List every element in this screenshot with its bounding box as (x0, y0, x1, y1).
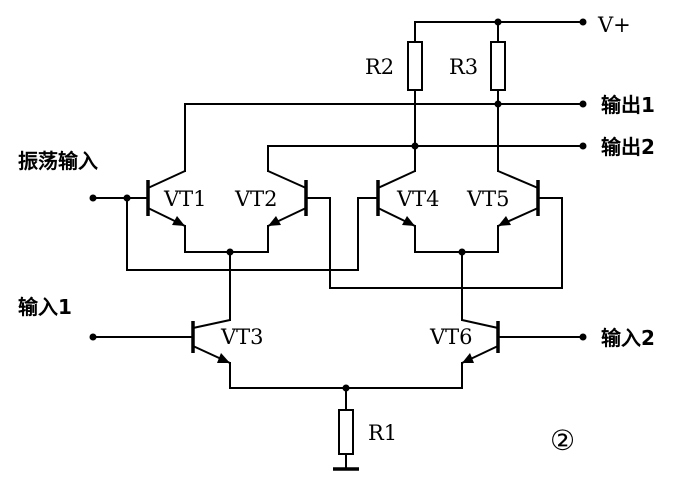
vt2-label: VT2 (234, 187, 278, 211)
r2-label: R2 (365, 55, 394, 79)
output-1-line (184, 100, 587, 172)
resistor-r1 (338, 409, 354, 469)
input-2-line (497, 333, 587, 341)
r1-label: R1 (368, 421, 397, 445)
vt5-label: VT5 (466, 187, 510, 211)
vt3-label: VT3 (220, 325, 264, 349)
vt1-vt2-emitter-node (184, 225, 269, 321)
supply-rail (414, 18, 587, 43)
vt4-vt5-emitter-node (414, 225, 499, 321)
resistor-r2 (407, 41, 423, 172)
vplus-label: V+ (597, 13, 631, 37)
output-2-line (267, 142, 587, 172)
tail-node (229, 362, 463, 411)
input-1-label: 输入1 (18, 295, 72, 319)
cross-base-line (305, 197, 563, 289)
vt1-label: VT1 (163, 187, 207, 211)
r3-label: R3 (449, 55, 478, 79)
output-1-label: 输出1 (601, 93, 655, 117)
input-1-line (89, 333, 194, 341)
input-2-label: 输入2 (601, 326, 655, 350)
figure-number: ② (550, 424, 575, 457)
output-2-label: 输出2 (601, 135, 655, 159)
vt6-label: VT6 (429, 325, 473, 349)
oscillator-input-line (89, 194, 379, 271)
oscillator-input-label: 振荡输入 (18, 149, 98, 173)
vt4-label: VT4 (396, 187, 440, 211)
